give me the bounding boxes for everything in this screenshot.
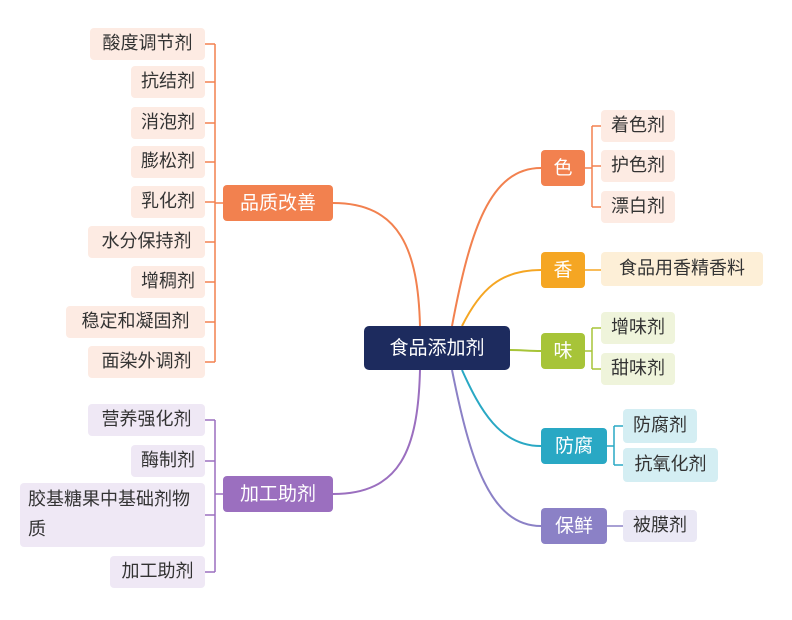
leaf-stabilizer-coagulant[interactable]: 稳定和凝固剂	[66, 306, 205, 338]
leaf-bleaching-agent[interactable]: 漂白剂	[601, 191, 675, 223]
branch-aroma[interactable]: 香	[541, 252, 585, 288]
branch-preservation[interactable]: 防腐	[541, 428, 607, 464]
leaf-colorant[interactable]: 着色剂	[601, 110, 675, 142]
leaf-flavorings[interactable]: 食品用香精香料	[601, 252, 763, 286]
leaf-antifoaming-agent[interactable]: 消泡剂	[131, 107, 205, 139]
leaf-humectant[interactable]: 水分保持剂	[88, 226, 205, 258]
link-root-quality	[332, 202, 421, 327]
leaf-color-fixative[interactable]: 护色剂	[601, 150, 675, 182]
leaf-antioxidant[interactable]: 抗氧化剂	[623, 448, 718, 482]
leaf-flour-treatment-agent[interactable]: 面染外调剂	[88, 346, 205, 378]
leaf-emulsifier[interactable]: 乳化剂	[131, 186, 205, 218]
branch-taste[interactable]: 味	[541, 333, 585, 369]
leaf-flavor-enhancer[interactable]: 增味剂	[601, 312, 675, 344]
leaf-gum-base[interactable]: 胶基糖果中基础剂物质	[20, 483, 205, 547]
link-root-fresh	[451, 369, 542, 527]
branch-freshness[interactable]: 保鲜	[541, 508, 607, 544]
leaf-thickener[interactable]: 增稠剂	[131, 266, 205, 298]
leaf-sweetener[interactable]: 甜味剂	[601, 353, 675, 385]
link-root-process	[332, 369, 421, 495]
leaf-nutrition-fortifier[interactable]: 营养强化剂	[88, 404, 205, 436]
branch-processing-aids[interactable]: 加工助剂	[223, 476, 333, 512]
link-root-aroma	[461, 269, 542, 327]
leaf-preservative[interactable]: 防腐剂	[623, 409, 697, 443]
leaf-enzyme-preparation[interactable]: 酶制剂	[131, 445, 205, 477]
leaf-acidity-regulator[interactable]: 酸度调节剂	[90, 28, 205, 60]
leaf-processing-aid[interactable]: 加工助剂	[110, 556, 205, 588]
link-root-preserve	[461, 369, 542, 447]
root-node[interactable]: 食品添加剂	[364, 326, 510, 370]
link-root-taste	[509, 349, 542, 352]
branch-color[interactable]: 色	[541, 150, 585, 186]
branch-quality-improvement[interactable]: 品质改善	[223, 185, 333, 221]
leaf-anticaking-agent[interactable]: 抗结剂	[131, 66, 205, 98]
link-root-color	[451, 167, 542, 327]
leaf-coating-agent[interactable]: 被膜剂	[623, 510, 697, 542]
leaf-leavening-agent[interactable]: 膨松剂	[131, 146, 205, 178]
